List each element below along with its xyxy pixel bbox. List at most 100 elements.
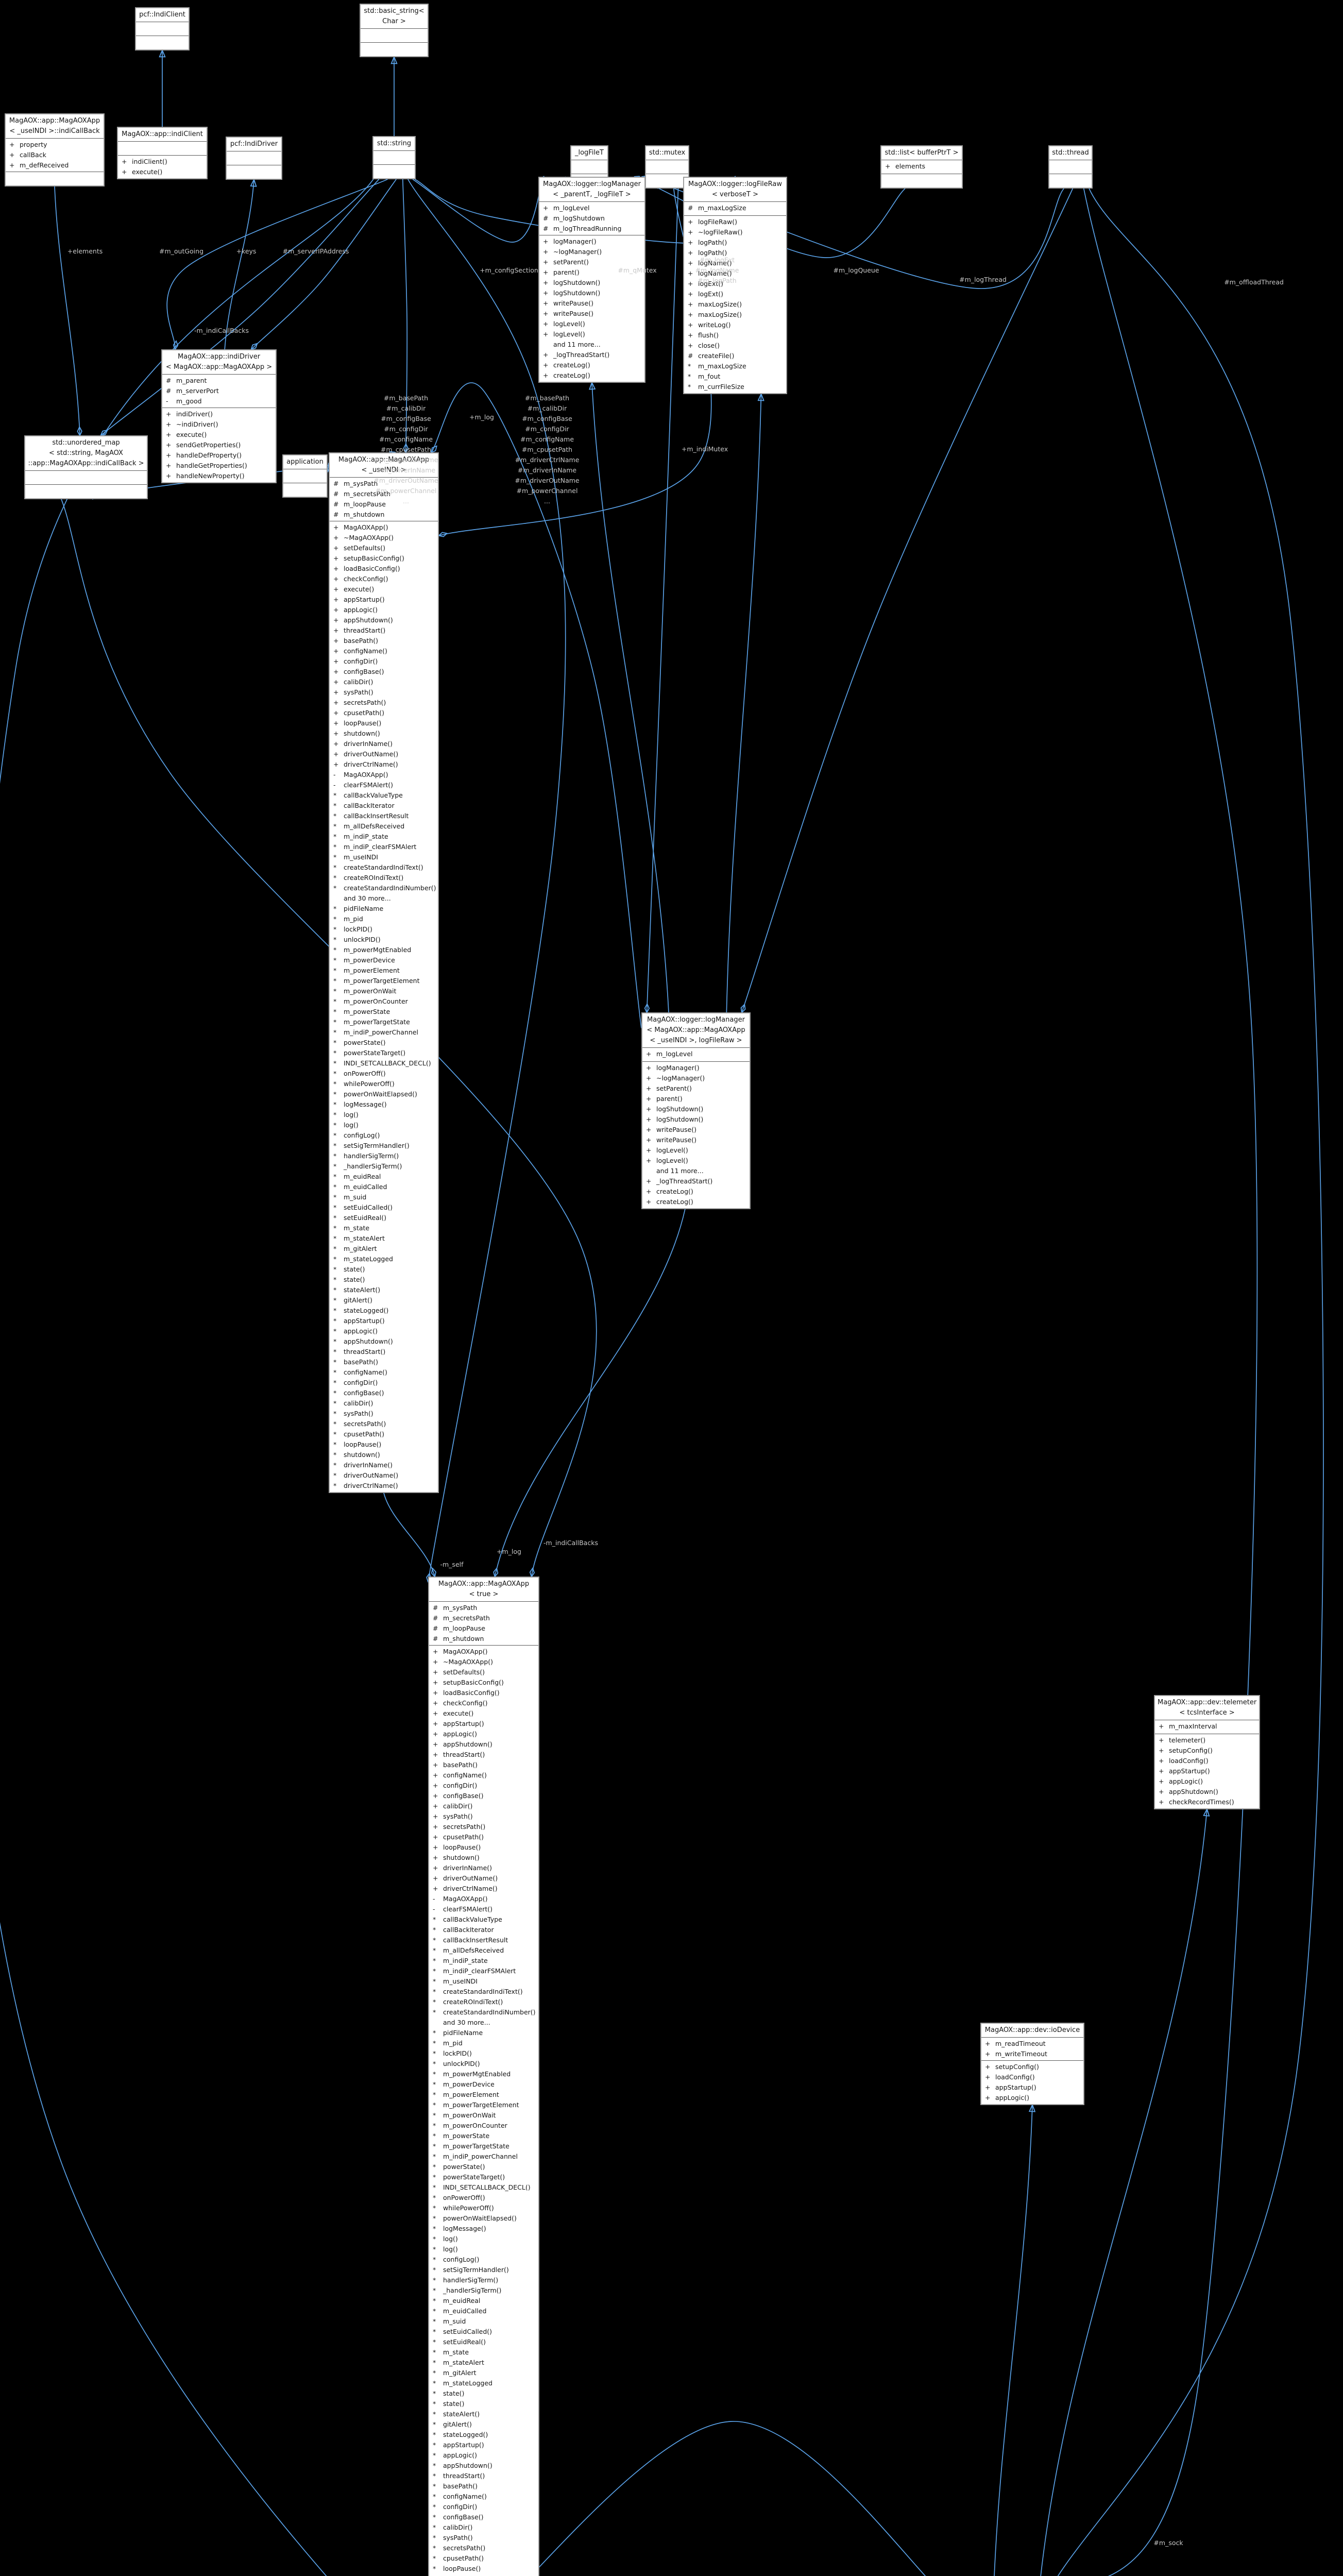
aggregation-edge [166,179,388,349]
member-name: driverCtrlName() [344,760,398,768]
member-row: +logShutdown() [642,1114,750,1125]
member-row: +logLevel() [642,1145,750,1156]
member-row: *basePath() [330,1357,438,1367]
edge-member-label-line: #m_sock [1153,2539,1183,2547]
member-visibility: * [333,1173,337,1180]
class-title[interactable]: MagAOX::app::indiDriver< MagAOX::app::Ma… [162,350,276,374]
member-row: *lockPID() [429,2048,538,2059]
edge-member-label-line: #m_logName [695,266,739,274]
member-visibility: + [433,1709,438,1717]
member-visibility: * [333,1337,337,1345]
class-title-line: pcf::IndiDriver [230,140,278,148]
member-row: *calibDir() [330,1398,438,1409]
member-visibility: + [543,258,549,266]
class-title[interactable]: std::basic_string<Char > [361,5,428,28]
class-title[interactable]: std::list< bufferPtrT > [881,146,962,160]
class-title[interactable]: pcf::IndiClient [136,8,189,22]
member-row: *m_powerOnCounter [429,2121,538,2131]
member-name: m_maxLogSize [698,362,746,370]
member-visibility: * [433,2328,436,2335]
member-row: +~MagAOXApp() [330,533,438,543]
class-title[interactable]: MagAOX::app::indiClient [118,128,207,141]
edge-member-label: +m_indiMutex [682,444,728,454]
class-title[interactable]: MagAOX::logger::logFileRaw< verboseT > [684,178,786,201]
class-title[interactable]: _logFileT [571,146,607,160]
member-row: +m_writeTimeout [981,2049,1083,2059]
methods-section: +MagAOXApp()+~MagAOXApp()+setDefaults()+… [330,521,438,1492]
member-row: *m_allDefsReceived [429,1945,538,1956]
member-visibility: + [333,534,339,541]
member-name: whilePowerOff() [443,2204,494,2212]
member-visibility: + [543,248,549,256]
class-title[interactable]: MagAOX::app::dev::telemeter< tcsInterfac… [1155,1696,1259,1720]
member-row: *m_indiP_state [429,1956,538,1966]
class-title[interactable]: std::string [373,137,415,150]
class-box-appIndiClient: MagAOX::app::indiClient+indiClient()+exe… [117,127,208,179]
member-visibility: * [433,2266,436,2274]
member-name: m_powerElement [443,2091,499,2098]
member-visibility [543,340,553,350]
class-title[interactable]: std::unordered_map< std::string, MagAOX:… [25,436,147,470]
member-visibility: + [433,1668,438,1676]
member-name: configLog() [344,1131,380,1139]
class-title[interactable]: MagAOX::logger::logManager< _parentT, _l… [539,178,644,201]
member-visibility: * [433,2297,436,2304]
aggregation-edge [54,186,80,435]
member-row: +createLog() [539,370,644,381]
member-visibility: * [433,2070,436,2078]
member-visibility: * [333,1131,337,1139]
member-visibility: - [433,1895,435,1903]
member-row: +m_readTimeout [981,2039,1083,2049]
member-name: m_shutdown [443,1635,484,1642]
member-visibility: * [433,1988,436,1995]
class-title[interactable]: application [283,455,327,469]
member-name: onPowerOff() [443,2194,485,2201]
member-visibility: + [433,1689,438,1697]
member-name: logManager() [656,1064,700,1072]
member-visibility: * [433,2080,436,2088]
edge-member-label: #m_logQueue [833,265,879,276]
member-name: m_powerOnWait [443,2111,496,2119]
member-name: m_maxLogSize [698,204,746,212]
member-name: driverInName() [344,740,393,748]
member-visibility: + [646,1136,652,1144]
class-title[interactable]: MagAOX::app::dev::ioDevice [981,2024,1083,2037]
member-name: configName() [443,2493,487,2500]
member-name: stateAlert() [344,1286,381,1294]
member-row: *createROIndiText() [429,1997,538,2007]
class-title[interactable]: MagAOX::logger::logManager< MagAOX::app:… [642,1013,750,1047]
class-title[interactable]: pcf::IndiDriver [227,138,281,151]
member-row: +parent() [642,1094,750,1104]
edge-member-label: #m_offloadThread [1224,277,1284,287]
member-row: *powerOnWaitElapsed() [330,1089,438,1099]
member-visibility: * [433,1998,436,2006]
class-title[interactable]: MagAOX::app::MagAOXApp< true > [429,1578,538,1601]
member-visibility: * [433,1916,436,1923]
class-title[interactable]: MagAOX::app::MagAOXApp< _useINDI >::indi… [6,114,104,138]
class-box-pcfIndiClient: pcf::IndiClient [135,7,190,50]
member-visibility: + [985,2094,991,2102]
member-row: *m_indiP_powerChannel [429,2151,538,2162]
member-row: +appShutdown() [330,615,438,625]
aggregation-edge [635,177,906,258]
class-title[interactable]: MagAOX::app::MagAOXApp< _useINDI > [330,453,438,477]
member-visibility: * [433,2472,436,2480]
member-name: driverInName() [443,1864,492,1872]
member-row: +calibDir() [330,677,438,687]
class-title[interactable]: std::thread [1049,146,1092,160]
member-row: *threadStart() [429,2471,538,2481]
member-row: *state() [330,1275,438,1285]
member-name: appLogic() [443,1730,477,1738]
member-row: *appShutdown() [330,1336,438,1347]
member-row: +appLogic() [429,1729,538,1739]
member-row: +cpusetPath() [330,708,438,718]
member-visibility: * [433,2049,436,2057]
class-title-line: < verboseT > [711,191,758,198]
member-row: +logLevel() [539,319,644,329]
member-name: shutdown() [344,730,380,737]
class-title[interactable]: std::mutex [646,146,688,160]
class-title-line: MagAOX::app::MagAOXApp [438,1580,530,1588]
member-row: +setDefaults() [429,1667,538,1677]
member-visibility: + [333,750,339,758]
member-name: m_secretsPath [443,1614,490,1622]
